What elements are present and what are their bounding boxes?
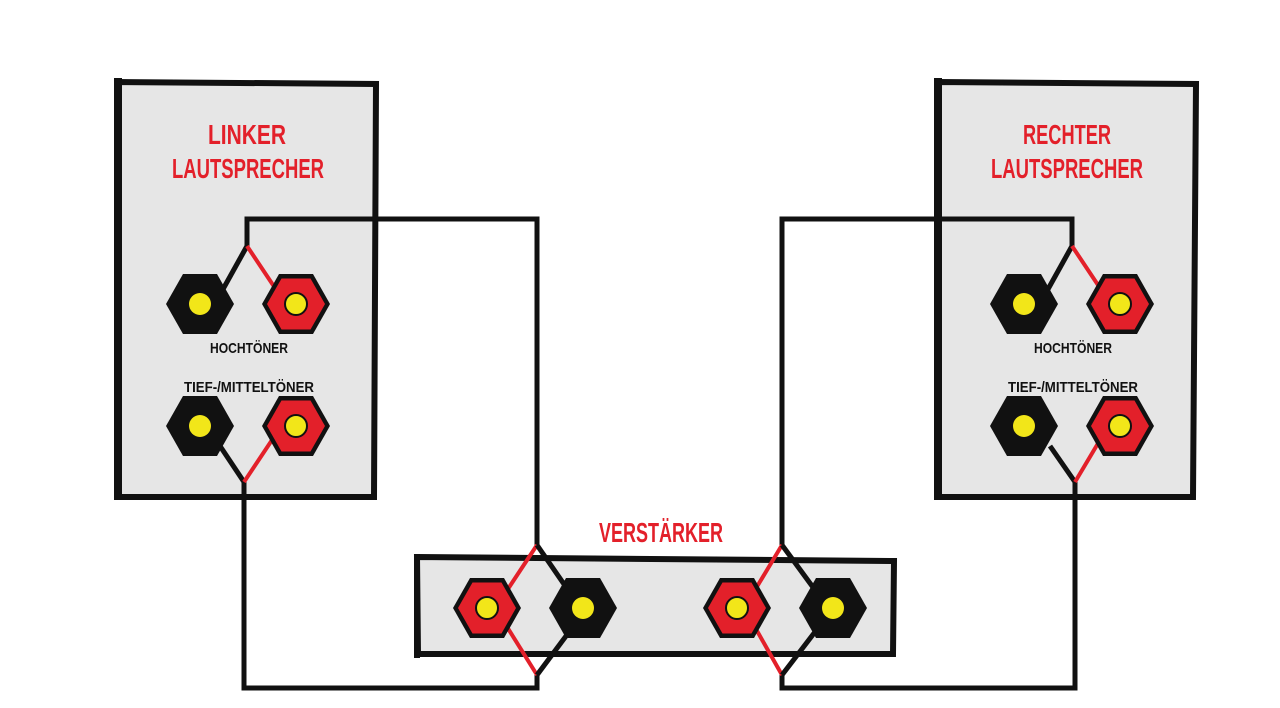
right-speaker-edge (934, 78, 942, 500)
amp-left-pos-bottom-lead (502, 620, 539, 677)
left-woofer-pos-lead (242, 438, 274, 484)
left-woofer-label: TIEF-/MITTELTÖNER (184, 379, 314, 396)
left-woofer-neg-lead (217, 444, 247, 484)
amp-right-neg-bottom-lead (780, 626, 820, 677)
amp-right-leads (750, 543, 820, 677)
right-speaker-title-line2: LAUTSPRECHER (991, 153, 1143, 184)
left-tweeter-pos-lead (245, 244, 279, 293)
amp-left-pos-top-lead (502, 543, 539, 597)
right-top-wire (779, 216, 1075, 545)
left-tweeter-neg-lead (219, 244, 250, 293)
right-tweeter-neg-lead (1044, 244, 1075, 293)
amp-right-neg-top-lead (779, 543, 818, 592)
left-speaker-edge (114, 78, 122, 500)
right-woofer-positive-terminal (1086, 396, 1154, 456)
amp-left-neg-top-lead (534, 543, 571, 592)
left-woofer-negative-terminal (166, 396, 234, 456)
right-speaker (934, 78, 1200, 500)
left-tweeter-negative-terminal (166, 274, 234, 334)
left-tweeter-positive-terminal (262, 274, 330, 334)
right-tweeter-pos-lead (1070, 244, 1104, 293)
amp-left-negative-terminal (549, 578, 617, 638)
right-tweeter-label: HOCHTÖNER (1034, 340, 1112, 357)
amplifier (413, 553, 898, 658)
wires-black (241, 216, 1078, 691)
amplifier-label: VERSTÄRKER (599, 517, 723, 548)
right-woofer-neg-lead (1047, 444, 1078, 484)
amplifier-edge (414, 554, 420, 658)
left-top-wire (244, 216, 540, 545)
right-bottom-wire (779, 482, 1078, 691)
left-speaker-jumpers (217, 244, 279, 484)
left-woofer-positive-terminal (262, 396, 330, 456)
right-tweeter-positive-terminal (1086, 274, 1154, 334)
right-speaker-title-line1: RECHTER (1023, 119, 1111, 150)
right-woofer-pos-lead (1073, 438, 1102, 484)
right-woofer-negative-terminal (990, 396, 1058, 456)
right-tweeter-negative-terminal (990, 274, 1058, 334)
amp-right-positive-terminal (703, 578, 771, 638)
amp-left-positive-terminal (453, 578, 521, 638)
amp-right-negative-terminal (799, 578, 867, 638)
left-speaker-title-line1: LINKER (208, 119, 286, 150)
right-speaker-jumpers (1044, 244, 1104, 484)
left-bottom-wire (241, 482, 540, 691)
left-speaker-title-line2: LAUTSPRECHER (172, 153, 324, 184)
right-woofer-label: TIEF-/MITTELTÖNER (1008, 379, 1138, 396)
left-speaker (113, 78, 380, 500)
left-tweeter-label: HOCHTÖNER (210, 340, 288, 357)
